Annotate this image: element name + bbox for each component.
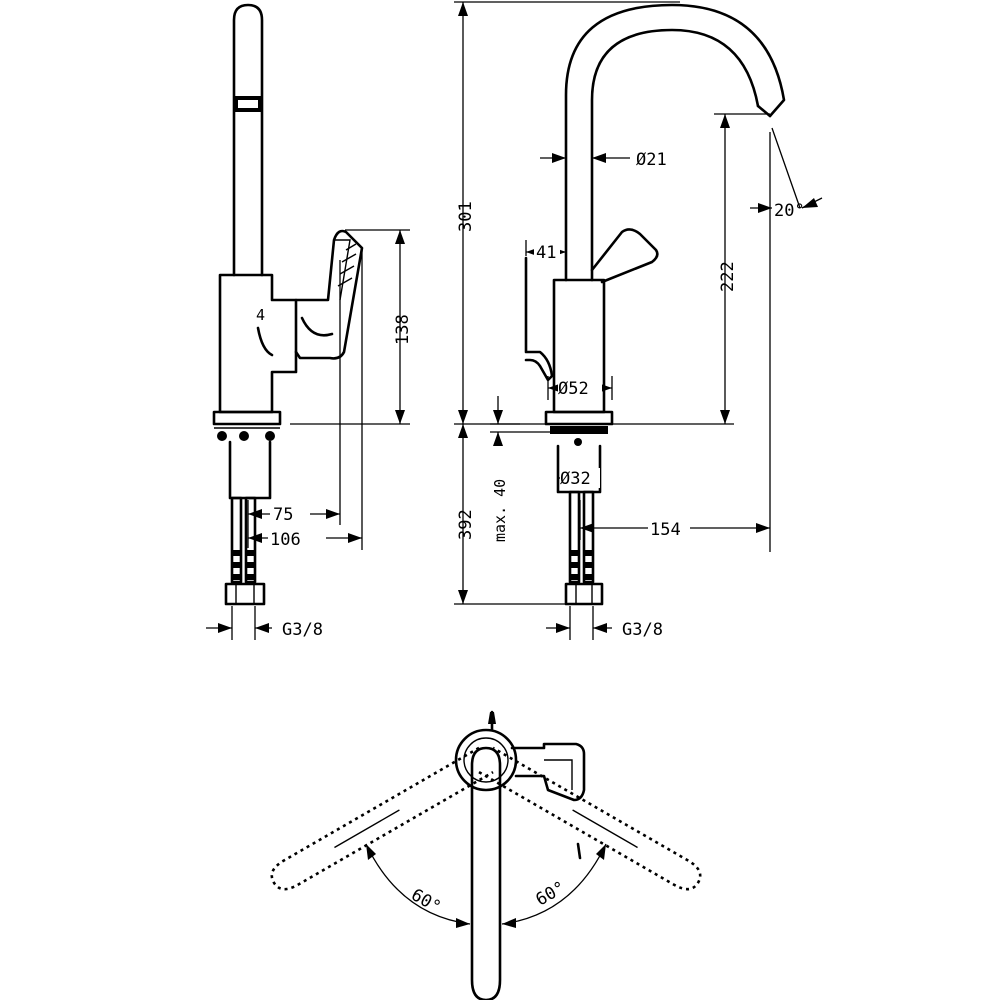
front-bolt: [574, 438, 582, 446]
front-nut: [564, 582, 604, 606]
front-dim-20deg: 20°: [750, 127, 823, 221]
side-base-plate: [212, 410, 282, 426]
dim-g38-right-label: G3/8: [622, 620, 663, 640]
front-dim-301: 301: [454, 1, 680, 425]
swivel-arc-right: [501, 843, 607, 925]
side-dim-g38: G3/8: [206, 606, 323, 640]
front-base-plate: [544, 410, 614, 426]
dim-106-label: 106: [270, 530, 301, 550]
side-dim-138: 138: [290, 229, 413, 425]
side-view: 4: [212, 3, 364, 606]
dim-138-label: 138: [393, 314, 413, 345]
dim-222-label: 222: [718, 261, 738, 292]
handle-edge: [334, 239, 351, 301]
front-dim-222: 222: [604, 113, 770, 425]
dim-301-label: 301: [456, 201, 476, 232]
side-nut: [224, 582, 266, 606]
top-handle: [510, 742, 586, 802]
dim-max40-label: max. 40: [491, 479, 509, 542]
side-body: [218, 273, 298, 414]
dim-20deg-label: 20°: [774, 201, 805, 221]
aerator-inner: [238, 100, 258, 108]
front-dim-392: 392: [454, 424, 566, 605]
top-center-spout: [470, 746, 502, 1000]
front-spout-inner: [590, 28, 760, 282]
front-view: [524, 3, 786, 606]
front-spout-outer: [564, 3, 786, 282]
front-hoses: [568, 490, 595, 584]
body-mark: 4: [256, 306, 265, 324]
front-dim-41: 41: [525, 240, 567, 263]
side-dim-75-106: 75 106: [247, 250, 363, 550]
dim-392-label: 392: [456, 509, 476, 540]
body-curve: [256, 326, 274, 357]
handle-curve: [300, 316, 334, 337]
front-dim-max40: max. 40: [490, 396, 556, 542]
side-shank: [228, 440, 272, 500]
top-body-circle: [454, 728, 518, 792]
base-bolts: [214, 427, 280, 441]
swivel-left-spout: [270, 746, 494, 891]
swivel-left-label: 60°: [408, 885, 445, 918]
dim-d52-label: Ø52: [558, 379, 589, 399]
side-spout-tube: [232, 3, 264, 277]
swivel-right-spout: [478, 746, 702, 891]
dim-d32-label: Ø32: [560, 469, 591, 489]
front-lever: [524, 256, 554, 382]
dim-g38-left-label: G3/8: [282, 620, 323, 640]
front-handle: [590, 228, 659, 284]
top-handle-inner: [544, 759, 573, 790]
swivel-right-label: 60°: [533, 878, 570, 911]
side-hoses: [230, 496, 257, 584]
top-lever-mark: [576, 842, 582, 860]
dim-75-label: 75: [273, 505, 293, 525]
top-inner-circle: [463, 737, 509, 783]
front-dim-d21: Ø21: [540, 150, 667, 170]
top-view: 60° 60°: [270, 710, 702, 1000]
front-base-gasket: [550, 426, 608, 434]
front-dim-d32: Ø32: [558, 468, 600, 489]
side-handle: [294, 229, 364, 360]
handle-hatch: [337, 243, 357, 287]
dim-41-label: 41: [536, 243, 556, 263]
dim-154-label: 154: [650, 520, 681, 540]
front-dim-g38: G3/8: [546, 606, 663, 640]
front-dim-154: 154: [579, 132, 771, 552]
front-dim-d52: Ø52: [547, 376, 613, 400]
dim-d21-label: Ø21: [636, 150, 667, 170]
swivel-arc-left: [365, 843, 471, 925]
top-pin-head: [488, 712, 496, 724]
